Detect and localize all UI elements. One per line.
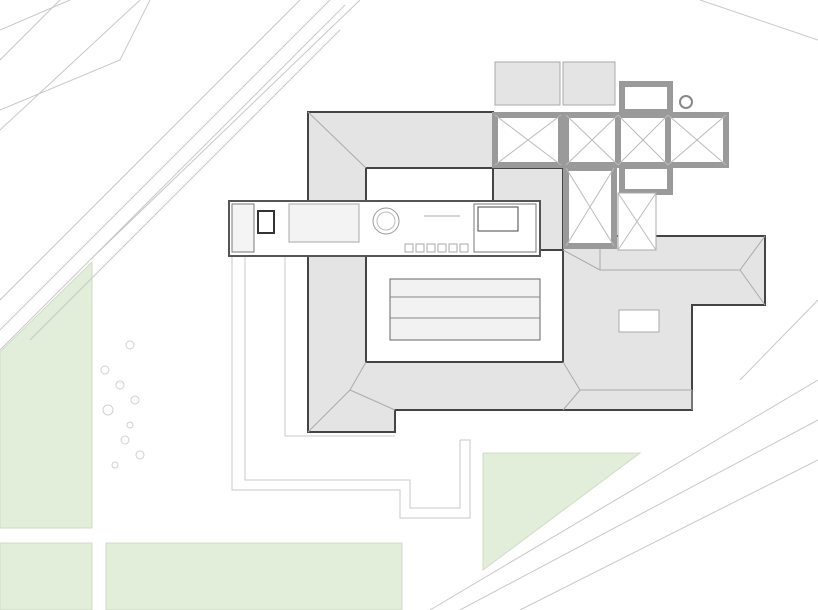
courtyard-hatched-strip	[389, 278, 541, 341]
bridge-building	[228, 200, 541, 257]
church	[492, 81, 729, 251]
green-area-triangle	[482, 452, 642, 571]
tree-markers	[100, 340, 145, 469]
green-area-southwest	[0, 542, 93, 610]
annex-rooms	[494, 61, 660, 333]
green-area-west	[0, 260, 93, 529]
green-areas	[0, 260, 642, 610]
green-area-south	[105, 542, 403, 610]
